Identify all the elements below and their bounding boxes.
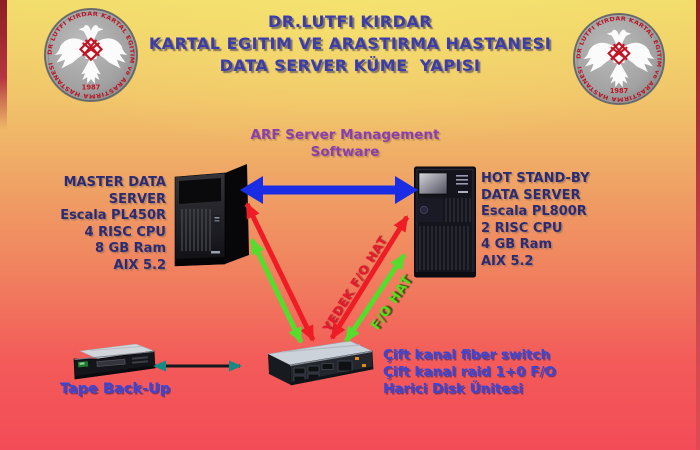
tape-backup-label: Tape Back-Up <box>59 381 171 397</box>
tape-backup-image <box>73 343 156 380</box>
standby-spec-line: 4 GB Ram <box>481 237 553 252</box>
standby-server-specs: HOT STAND-BY DATA SERVER Escala PL800R 2… <box>481 171 631 270</box>
title-line-3: DATA SERVER KÜME YAPISI <box>219 56 481 75</box>
storage-spec-line: Harici Disk Ünitesi <box>383 381 524 397</box>
master-spec-line: MASTER DATA <box>63 175 166 190</box>
management-software-line-2: Software <box>310 144 380 160</box>
primary-fo-line-left <box>249 238 304 344</box>
backup-fo-line-left <box>244 202 316 342</box>
master-spec-line: 4 RISC CPU <box>84 224 166 240</box>
storage-spec-line: Çift kanal raid 1+0 F/O <box>383 364 556 380</box>
standby-spec-line: 2 RISC CPU <box>481 220 563 236</box>
storage-spec-line: Çift kanal fiber switch <box>383 347 551 363</box>
master-spec-line: AIX 5.2 <box>113 257 166 273</box>
master-spec-line: 8 GB Ram <box>94 241 166 256</box>
master-spec-line: Escala PL450R <box>60 208 166 223</box>
storage-specs: Çift kanal fiber switch Çift kanal raid … <box>383 347 603 398</box>
backup-fo-line-right <box>329 215 410 340</box>
title-line-2: KARTAL EGITIM VE ARASTIRMA HASTANESI <box>148 34 552 53</box>
standby-spec-line: AIX 5.2 <box>481 253 534 269</box>
management-software-line-1: ARF Server Management <box>250 127 440 143</box>
primary-line-label: F/O HAT <box>368 273 416 333</box>
heartbeat-arrow <box>240 176 418 204</box>
disk-unit-image <box>267 340 374 386</box>
standby-spec-line: HOT STAND-BY <box>481 171 590 186</box>
master-spec-line: SERVER <box>108 191 166 207</box>
page-title: DR.LUTFI KIRDAR KARTAL EGITIM VE ARASTIR… <box>0 11 700 77</box>
standby-server-tower-image <box>414 166 476 278</box>
management-software-label: ARF Server Management Software <box>225 127 465 161</box>
standby-spec-line: DATA SERVER <box>481 187 581 203</box>
title-line-1: DR.LUTFI KIRDAR <box>267 12 433 31</box>
master-server-specs: MASTER DATA SERVER Escala PL450R 4 RISC … <box>26 175 166 274</box>
standby-spec-line: Escala PL800R <box>481 204 587 219</box>
master-server-tower-image <box>174 164 249 267</box>
